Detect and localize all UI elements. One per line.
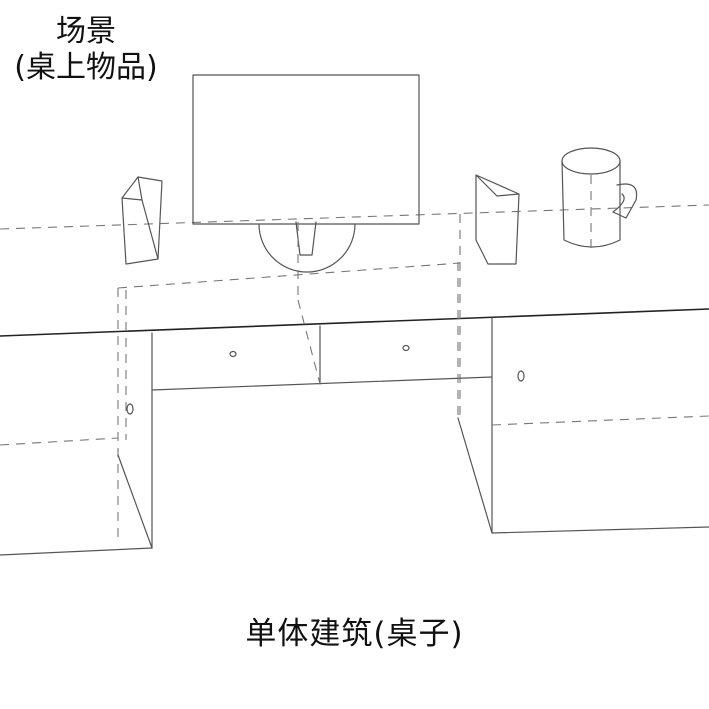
monitor-screen [192, 74, 420, 225]
scene-label: 场景 (桌上物品) [0, 14, 172, 86]
right-pedestal-bottom [491, 526, 709, 534]
bottom-caption: 单体建筑(桌子) [245, 616, 464, 652]
drawer-knob-right [402, 344, 410, 352]
left-speaker [121, 176, 163, 265]
left-pedestal-bottom [0, 547, 153, 556]
left-pedestal-diag [117, 454, 153, 549]
right-speaker [475, 174, 520, 265]
mug-rim [561, 147, 621, 175]
pedestal-knob-right [517, 370, 525, 382]
desk-back-guide [117, 262, 461, 289]
drawer-knob-left [229, 350, 237, 358]
horizon-line [0, 204, 709, 230]
scene-title: 场景 [56, 14, 116, 49]
pedestal-knob-left [126, 403, 134, 415]
monitor-stand-neck [295, 221, 317, 256]
desk-front-edge [0, 308, 709, 337]
mug-handle [612, 183, 638, 219]
monitor-stand-base [258, 223, 356, 273]
right-pedestal-diag [457, 417, 493, 534]
left-pedestal-floor-guide [0, 437, 119, 446]
scene-subtitle: (桌上物品) [14, 50, 158, 85]
mug-body [561, 160, 621, 248]
drawer-bottom [151, 376, 493, 391]
right-pedestal-floor-guide [491, 415, 709, 426]
drawer-center-guide [297, 299, 321, 385]
